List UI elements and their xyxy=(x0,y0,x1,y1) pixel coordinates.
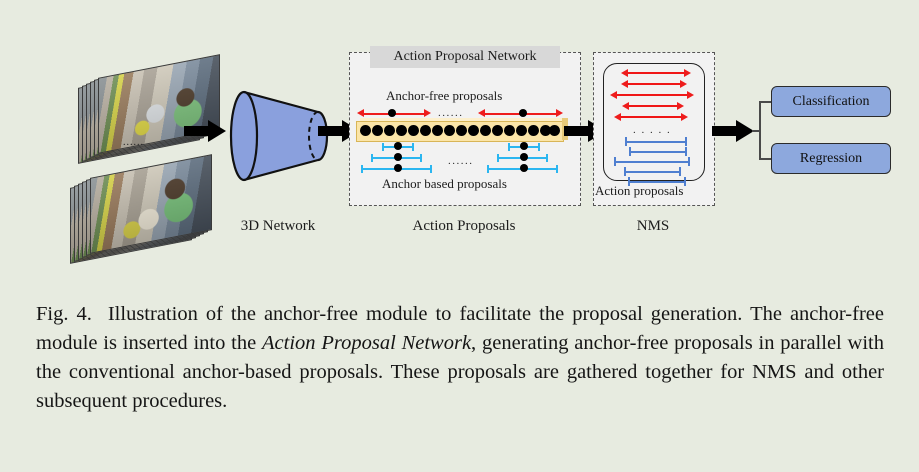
caption-figure-number: Fig. 4. xyxy=(36,303,92,325)
stage-label-nms: NMS xyxy=(636,218,670,234)
arrow-input-to-network xyxy=(184,118,228,149)
regression-head-box[interactable]: Regression xyxy=(771,143,891,174)
nms-action-proposals-caption: Action proposals xyxy=(595,183,684,198)
apn-header-label: Action Proposal Network xyxy=(370,46,560,68)
anchor-based-proposals-label: Anchor based proposals xyxy=(382,176,507,191)
stage-label-3d-network: 3D Network xyxy=(240,218,316,234)
anchor-free-ellipsis: ...... xyxy=(438,107,464,119)
video-frame-stack-bottom xyxy=(70,148,212,264)
nms-ellipsis: . . . . . xyxy=(633,124,672,136)
anchor-based-ellipsis: ...... xyxy=(448,155,474,167)
caption-part-1: Illustration of the anchor-free module t… xyxy=(36,303,884,355)
nms-bracket xyxy=(603,63,705,181)
figure-illustration: ...... 3D Network xyxy=(70,46,891,264)
caption-part-2: , generating anchor-free proposals in pa… xyxy=(36,332,884,413)
arrow-nms-to-heads xyxy=(712,118,756,149)
figure-caption: Fig. 4.Illustration of the anchor-free m… xyxy=(36,300,884,416)
stage-label-action-proposals: Action Proposals xyxy=(412,218,516,234)
anchor-free-proposals-label: Anchor-free proposals xyxy=(386,88,503,103)
frame-stack-ellipsis: ...... xyxy=(123,137,144,148)
caption-italic-apn: Action Proposal Network xyxy=(262,332,472,355)
classification-head-box[interactable]: Classification xyxy=(771,86,891,117)
network-frustum-shape xyxy=(222,78,334,195)
